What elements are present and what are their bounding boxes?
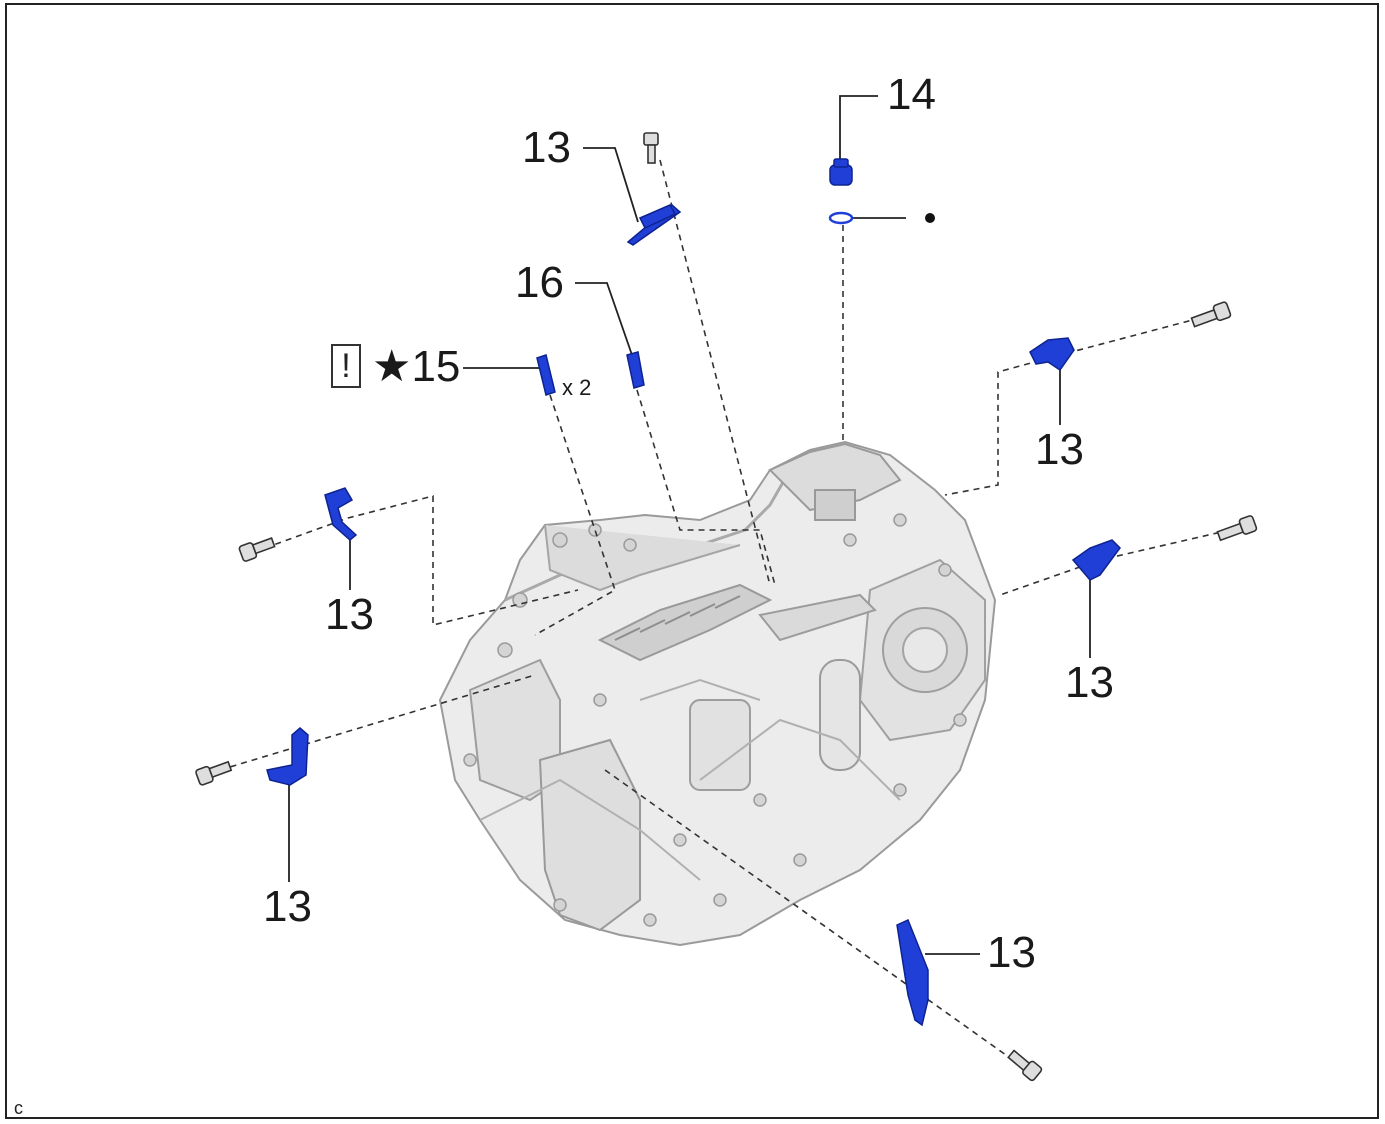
callout-13-right-upper: 13 (1035, 425, 1084, 474)
blue-service-parts (266, 158, 1121, 1027)
bolt-left-upper (238, 537, 276, 562)
quantity-label: x 2 (562, 375, 592, 400)
callout-13-top: 13 (522, 123, 571, 172)
bolt-right-mid (1216, 515, 1258, 542)
bracket-bottom (896, 918, 929, 1027)
bracket-left-upper (324, 487, 358, 541)
callout-13-right-mid: 13 (1065, 658, 1114, 707)
corner-mark: c (14, 1098, 23, 1118)
bracket-right-upper (1029, 337, 1075, 372)
bolt-right-upper (1190, 301, 1232, 328)
bolts (195, 132, 1258, 1082)
important-notice-icon: ! (331, 344, 361, 388)
bolt-bottom (1007, 1049, 1043, 1082)
gasket (828, 211, 854, 225)
bolt-top (643, 132, 659, 164)
bracket-right-mid (1071, 539, 1121, 581)
pin-16 (626, 351, 645, 389)
bolt-left-lower (195, 760, 233, 786)
callout-13-bottom: 13 (987, 928, 1036, 977)
gasket-leader-dot (925, 213, 935, 223)
callout-13-left-lower: 13 (263, 882, 312, 931)
transaxle-case (438, 440, 997, 947)
callout-14: 14 (887, 70, 936, 119)
assembly-guide-lines (219, 159, 1231, 1066)
callout-leader-lines (288, 95, 1091, 955)
bracket-left-lower (266, 727, 309, 786)
callout-13-left-upper: 13 (325, 590, 374, 639)
plug-14 (829, 164, 853, 186)
callout-15: ★15 (372, 342, 461, 391)
pin-15 (536, 354, 556, 396)
callout-16: 16 (515, 258, 564, 307)
